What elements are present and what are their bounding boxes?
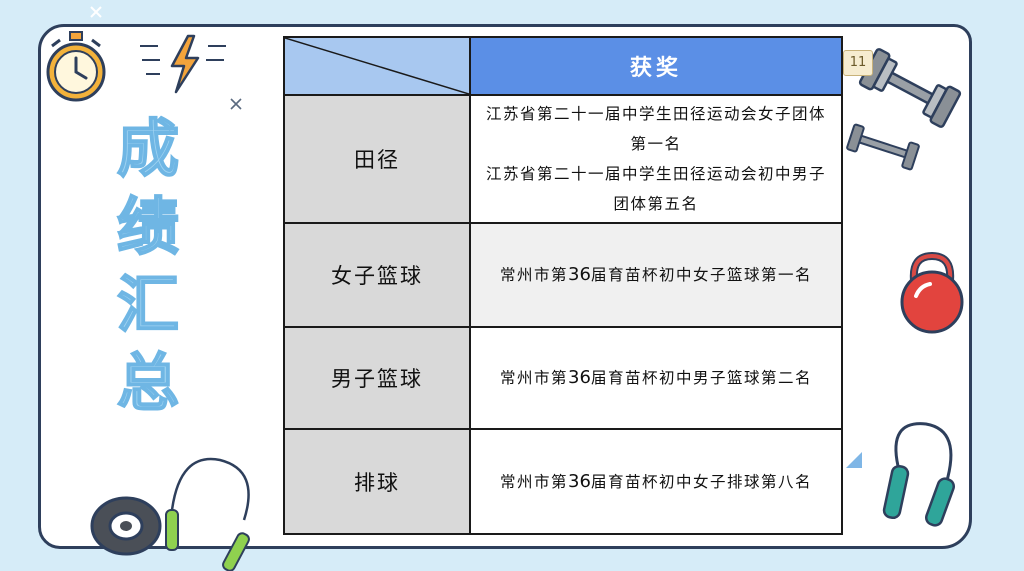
jump-rope-icon <box>882 422 956 527</box>
category-cell: 男子篮球 <box>283 326 471 430</box>
award-text: 届育苗杯初中男子篮球第二名 <box>590 369 812 387</box>
small-dumbbell-icon <box>846 123 920 171</box>
stopwatch-icon <box>46 31 106 102</box>
award-number: 36 <box>568 367 591 388</box>
award-text: 届育苗杯初中女子篮球第一名 <box>590 266 812 284</box>
jump-rope-icon <box>165 457 250 571</box>
title-char: 成 <box>116 111 180 186</box>
diagonal-line <box>285 38 469 94</box>
award-cell: 江苏省第二十一届中学生田径运动会女子团体第一名 江苏省第二十一届中学生田径运动会… <box>469 94 843 224</box>
close-mark-icon <box>230 98 242 110</box>
title-char: 绩 <box>116 189 180 264</box>
close-mark-icon <box>90 6 102 18</box>
table-header-row: 获奖 <box>283 36 843 96</box>
triangle-icon <box>846 452 862 468</box>
category-cell: 女子篮球 <box>283 222 471 328</box>
kettlebell-icon <box>900 251 964 334</box>
category-cell: 排球 <box>283 428 471 535</box>
award-number: 36 <box>568 264 591 285</box>
weight-plate-icon <box>90 496 162 556</box>
award-number: 36 <box>568 470 591 492</box>
header-award: 获奖 <box>469 36 843 96</box>
award-text: 常州市第 <box>500 472 569 491</box>
award-text: 江苏省第二十一届中学生田径运动会初中男子团体第五名 <box>485 165 826 213</box>
title-char: 汇 <box>116 267 180 342</box>
award-text: 届育苗杯初中女子排球第八名 <box>590 472 812 491</box>
award-text: 常州市第 <box>500 266 569 284</box>
page-title: 成 绩 汇 总 <box>108 110 188 422</box>
title-char: 总 <box>116 345 180 420</box>
table-row: 田径 江苏省第二十一届中学生田径运动会女子团体第一名 江苏省第二十一届中学生田径… <box>283 94 843 224</box>
awards-table: 获奖 田径 江苏省第二十一届中学生田径运动会女子团体第一名 江苏省第二十一届中学… <box>283 36 843 535</box>
award-text: 江苏省第二十一届中学生田径运动会女子团体第一名 <box>485 105 826 153</box>
lightning-icon <box>140 34 226 94</box>
header-diagonal-cell <box>283 36 471 96</box>
award-cell: 常州市第36届育苗杯初中男子篮球第二名 <box>469 326 843 430</box>
award-cell: 常州市第36届育苗杯初中女子排球第八名 <box>469 428 843 535</box>
award-cell: 常州市第36届育苗杯初中女子篮球第一名 <box>469 222 843 328</box>
table-row: 男子篮球 常州市第36届育苗杯初中男子篮球第二名 <box>283 326 843 430</box>
table-row: 排球 常州市第36届育苗杯初中女子排球第八名 <box>283 428 843 535</box>
page-number-badge: 11 <box>843 50 873 76</box>
award-text: 常州市第 <box>500 369 569 387</box>
table-row: 女子篮球 常州市第36届育苗杯初中女子篮球第一名 <box>283 222 843 328</box>
category-cell: 田径 <box>283 94 471 224</box>
